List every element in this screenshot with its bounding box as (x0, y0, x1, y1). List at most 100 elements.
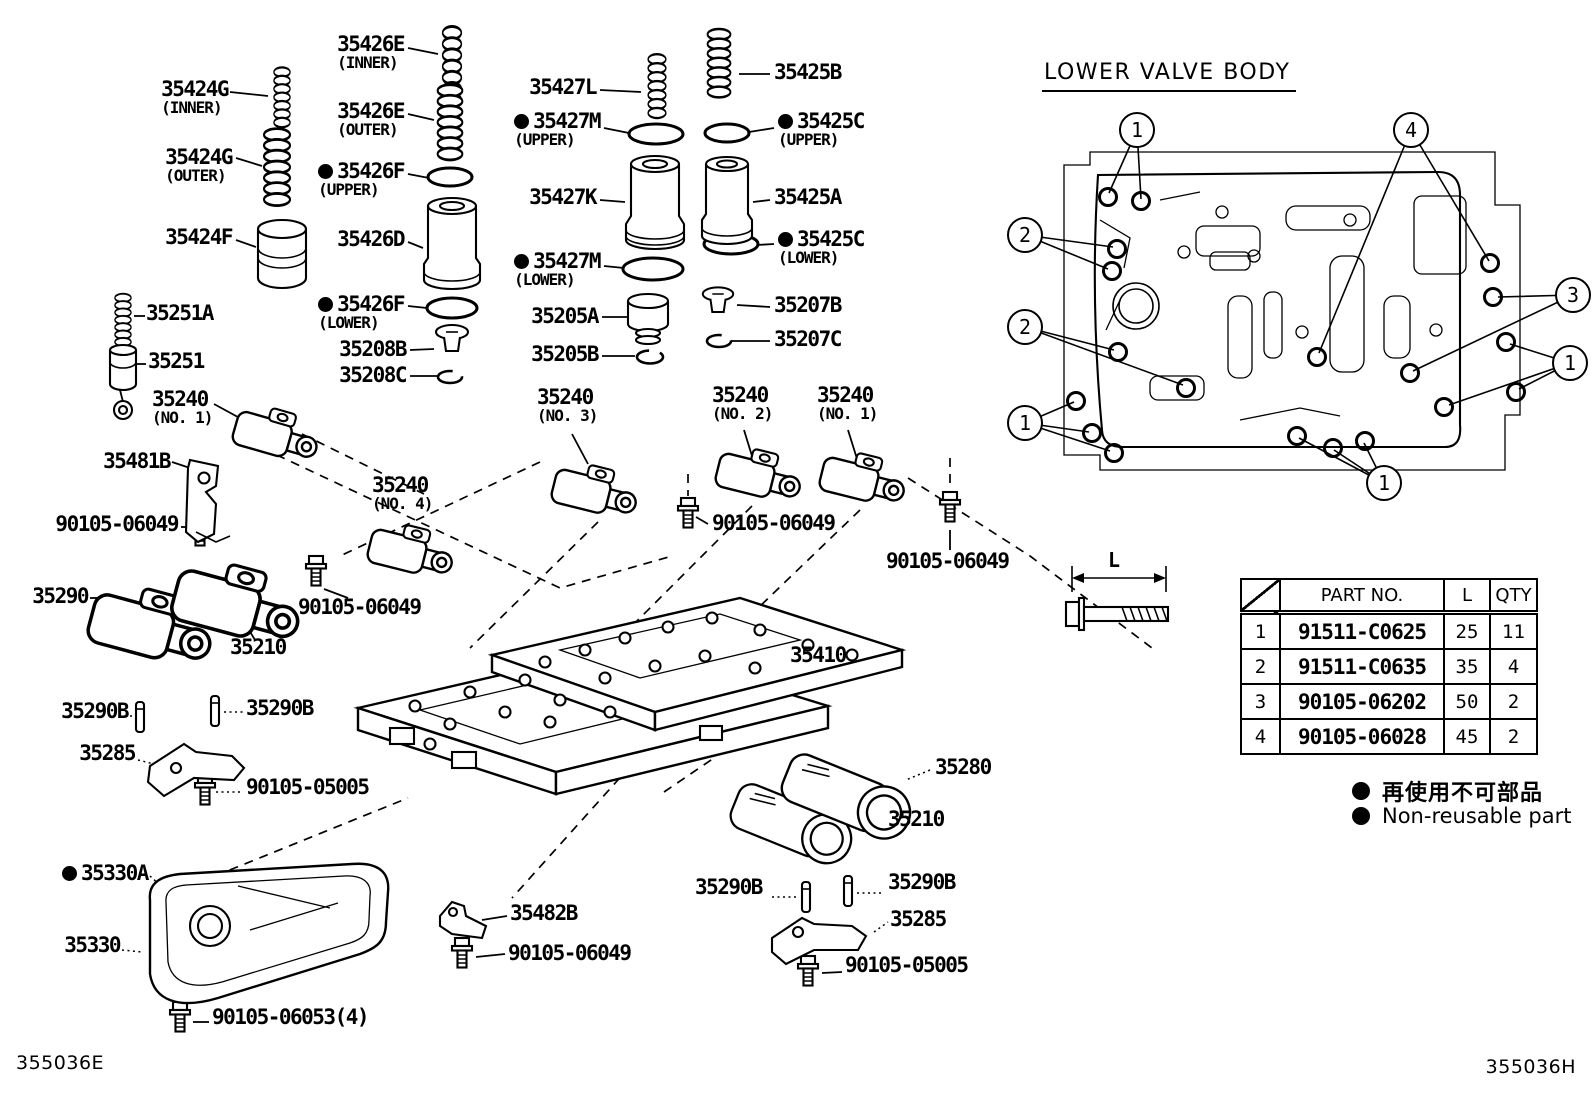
part-number-text: 35251 (148, 349, 205, 373)
section-title: LOWER VALVE BODY (1042, 60, 1297, 92)
part-label-qualifier: (LOWER) (514, 270, 575, 290)
non-reusable-dot-icon (1352, 782, 1370, 800)
part-label-35251: 35251 (148, 349, 205, 373)
part-label-35482b: 35482B (510, 902, 578, 924)
non-reusable-dot-icon (514, 114, 530, 129)
part-number-text: 35240 (152, 387, 209, 411)
callout-1: 1 (1007, 405, 1043, 441)
table-cell-l: 50 (1443, 683, 1491, 720)
part-label-90105-06049: 90105-06049 (508, 942, 632, 964)
bolt-90105-05005-b (796, 954, 820, 987)
part-label-90105-06049: 90105-06049 (55, 512, 179, 536)
part-label-35207b: 35207B (774, 294, 842, 316)
part-number-text: 35427M (533, 249, 601, 273)
part-number-text: 35210 (230, 635, 287, 659)
part-number-text: 35280 (935, 755, 992, 779)
part-number-text: 35426F (337, 292, 405, 316)
part-label-35425a: 35425A (774, 186, 842, 208)
topview-bolts (1066, 187, 1526, 463)
callout-4: 4 (1393, 112, 1429, 148)
part-label-35240: 35240(NO. 2) (712, 384, 773, 424)
table-cell-part: 91511-C0635 (1279, 648, 1445, 685)
callout-2: 2 (1007, 217, 1043, 253)
screw-35207b (701, 286, 735, 314)
solenoid-35240-no4 (364, 516, 460, 583)
part-label-35330a: 35330A (62, 862, 149, 884)
part-number-text: 35425C (797, 109, 865, 133)
part-number-text: 35240 (537, 385, 594, 409)
part-label-90105-05005: 90105-05005 (845, 954, 969, 976)
o-ring-35425c-upper (703, 122, 751, 144)
legend-non-reusable-en: Non-reusable part (1352, 804, 1571, 828)
part-label-35285: 35285 (79, 742, 136, 764)
table-cell-part: 90105-06202 (1279, 683, 1445, 720)
part-label-qualifier: (OUTER) (337, 120, 398, 140)
table-cell-l: 35 (1443, 648, 1491, 685)
bolt-90105-06049-c (676, 496, 700, 529)
part-label-35210: 35210 (230, 635, 287, 659)
non-reusable-dot-icon (1352, 807, 1370, 825)
part-number-text: 35425B (774, 60, 842, 84)
solenoid-35240-no1-top (229, 398, 325, 468)
part-number-text: 35426E (337, 99, 405, 123)
solenoid-35240-no3 (548, 456, 644, 523)
legend-non-reusable-jp: 再使用不可部品 (1352, 775, 1543, 807)
callout-3: 3 (1555, 277, 1591, 313)
table-cell-part: 91511-C0625 (1279, 611, 1445, 650)
non-reusable-dot-icon (514, 254, 530, 269)
table-cell-ref: 2 (1240, 648, 1281, 685)
drawing-id-left: 355036E (16, 1052, 105, 1074)
part-number-text: 35424F (165, 225, 233, 249)
part-number-text: 35481B (103, 449, 171, 473)
c-ring-35207c (705, 333, 733, 349)
lower-valve-body-topview (1024, 129, 1574, 484)
part-label-qualifier: (OUTER) (165, 166, 226, 186)
part-label-35240: 35240(NO. 4) (372, 473, 433, 513)
part-label-90105-06049: 90105-06049 (886, 550, 1010, 572)
plug-35205a (626, 292, 670, 346)
part-number-text: 35208B (339, 337, 407, 361)
part-label-qualifier: (NO. 1) (152, 408, 213, 428)
non-reusable-dot-icon (318, 164, 334, 179)
o-ring-35426f-upper (426, 166, 474, 188)
part-label-35481b: 35481B (103, 449, 171, 473)
spring-35251a (113, 292, 133, 348)
spring-35424g-inner (272, 66, 292, 129)
part-label-35240: 35240(NO. 1) (152, 387, 213, 428)
part-label-90105-06053(4): 90105-06053(4) (212, 1006, 370, 1028)
bracket-35285-left (146, 742, 246, 798)
part-number-text: 35426F (337, 159, 405, 183)
part-label-qualifier: (NO. 1) (817, 404, 878, 424)
part-number-text: 35240 (372, 473, 429, 497)
part-number-text: 35290B (61, 699, 129, 723)
part-label-90105-06049: 90105-06049 (298, 596, 422, 618)
bracket-35482b (438, 900, 488, 940)
c-ring-35208c (436, 369, 464, 385)
spring-35427l (646, 53, 668, 120)
bolt-table-header-row: PART NO. L QTY (1240, 578, 1538, 615)
pin-35290b-d (842, 874, 854, 908)
part-label-35280: 35280 (935, 755, 992, 779)
part-label-90105-05005: 90105-05005 (246, 776, 370, 798)
part-number-text: 35290B (246, 696, 314, 720)
part-label-35427l: 35427L (529, 76, 597, 98)
legend-en-text: Non-reusable part (1382, 804, 1572, 828)
pin-35290b-a (134, 700, 146, 734)
part-number-text: 35207C (774, 327, 842, 351)
table-cell-qty: 4 (1489, 648, 1538, 685)
part-label-35426f: 35426F(LOWER) (318, 292, 405, 332)
part-label-35424g: 35424G(OUTER) (165, 146, 233, 186)
part-label-qualifier: (NO. 2) (712, 404, 773, 424)
part-number-text: 90105-06049 (55, 512, 179, 536)
part-number-text: 35205A (531, 304, 599, 328)
screw-35208b (434, 323, 470, 353)
drawing-id-right: 355036H (1485, 1056, 1576, 1078)
part-label-qualifier: (INNER) (161, 98, 222, 118)
part-number-text: 35427K (529, 185, 597, 209)
part-number-text: 35208C (339, 363, 407, 387)
part-number-text: 35424G (161, 77, 229, 101)
part-label-35330: 35330 (64, 934, 121, 956)
part-label-35205a: 35205A (531, 304, 599, 328)
